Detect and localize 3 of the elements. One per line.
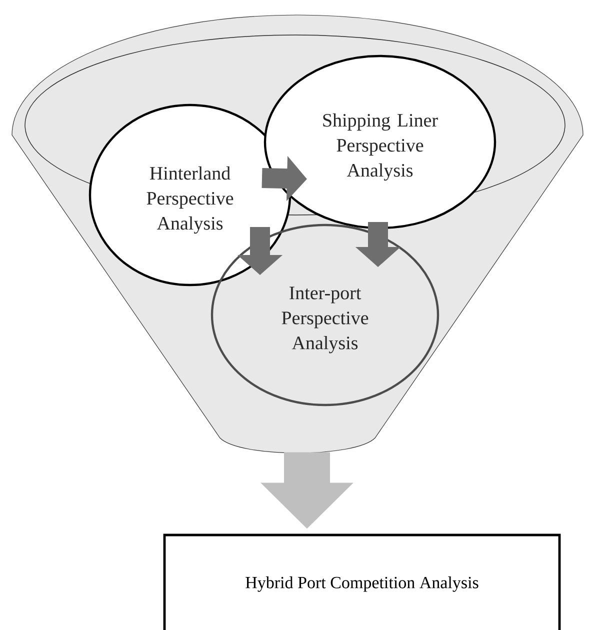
result-box: Hybrid Port Competition Analysis [163,534,561,630]
circle-node: Hinterland Perspective Analysis [88,104,292,286]
circle-node: Shipping Liner Perspective Analysis [264,54,496,230]
